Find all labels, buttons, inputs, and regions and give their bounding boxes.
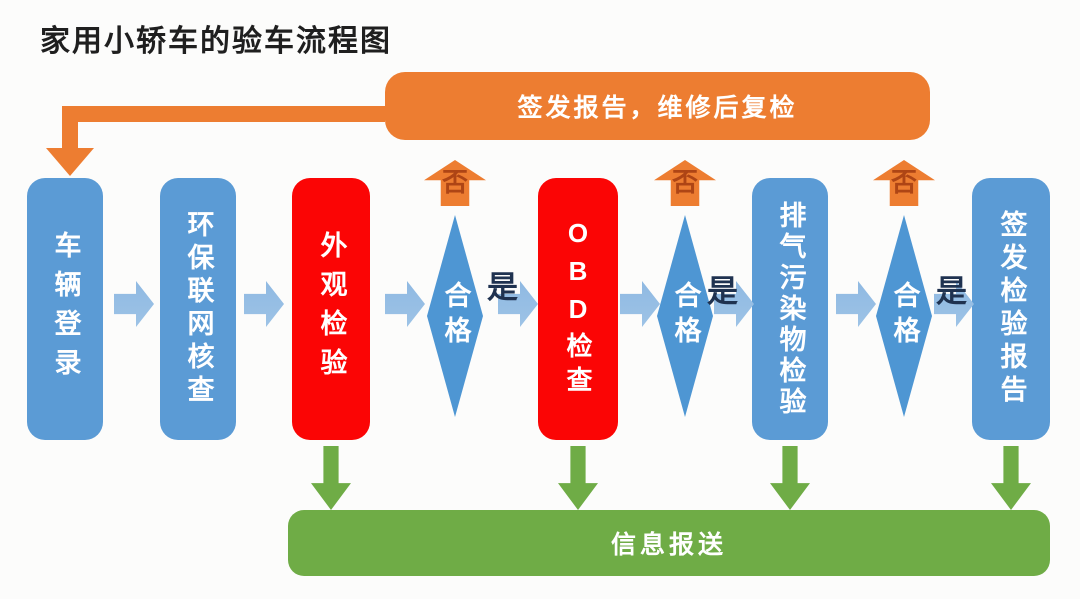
page-title: 家用小轿车的验车流程图 (40, 25, 392, 58)
node-issue-inspection-report-label: 签发检验报告 (996, 210, 1027, 408)
arrow-right-icon (385, 281, 425, 327)
report-down-arrow-icon (991, 446, 1031, 510)
feedback-connector-vertical (62, 106, 78, 150)
decision-qualified-3: 合格 (876, 215, 932, 417)
node-obd-check: OBD检查 (538, 178, 618, 440)
node-issue-inspection-report: 签发检验报告 (972, 178, 1050, 440)
no-branch-up-arrow-icon: 否 (424, 160, 486, 206)
decision-qualified-1: 合格 (427, 215, 483, 417)
node-information-report-label: 信息报送 (610, 531, 727, 559)
yes-label: 是 (707, 274, 738, 309)
decision-qualified-2-label: 合格 (670, 281, 701, 351)
node-obd-check-label: OBD检查 (563, 218, 593, 400)
report-down-arrow-icon (558, 446, 598, 510)
node-vehicle-login-label: 车辆登录 (50, 231, 81, 387)
node-exhaust-pollutant-inspection-label: 排气污染物检验 (775, 200, 806, 418)
node-reissue-report: 签发报告，维修后复检 (385, 72, 930, 140)
feedback-connector-horizontal (62, 106, 385, 122)
decision-qualified-3-label: 合格 (889, 281, 920, 351)
node-reissue-report-label: 签发报告，维修后复检 (517, 94, 798, 122)
arrow-right-icon (244, 281, 284, 327)
yes-label: 是 (487, 270, 518, 305)
no-branch-up-arrow-icon: 否 (654, 160, 716, 206)
no-label: 否 (441, 167, 468, 197)
node-env-network-check: 环保联网核查 (160, 178, 236, 440)
no-label: 否 (671, 167, 698, 197)
no-branch-up-arrow-icon: 否 (873, 160, 935, 206)
node-appearance-inspection-label: 外观检验 (316, 231, 347, 387)
arrow-right-icon (836, 281, 876, 327)
node-information-report: 信息报送 (288, 510, 1050, 576)
node-appearance-inspection: 外观检验 (292, 178, 370, 440)
yes-label: 是 (936, 274, 967, 309)
report-down-arrow-icon (770, 446, 810, 510)
node-env-network-check-label: 环保联网核查 (183, 210, 214, 408)
feedback-arrowhead-down-icon (46, 148, 94, 176)
decision-qualified-2: 合格 (657, 215, 713, 417)
node-exhaust-pollutant-inspection: 排气污染物检验 (752, 178, 828, 440)
node-vehicle-login: 车辆登录 (27, 178, 103, 440)
report-down-arrow-icon (311, 446, 351, 510)
no-label: 否 (890, 167, 917, 197)
decision-qualified-1-label: 合格 (440, 281, 471, 351)
arrow-right-icon (620, 281, 660, 327)
arrow-right-icon (114, 281, 154, 327)
